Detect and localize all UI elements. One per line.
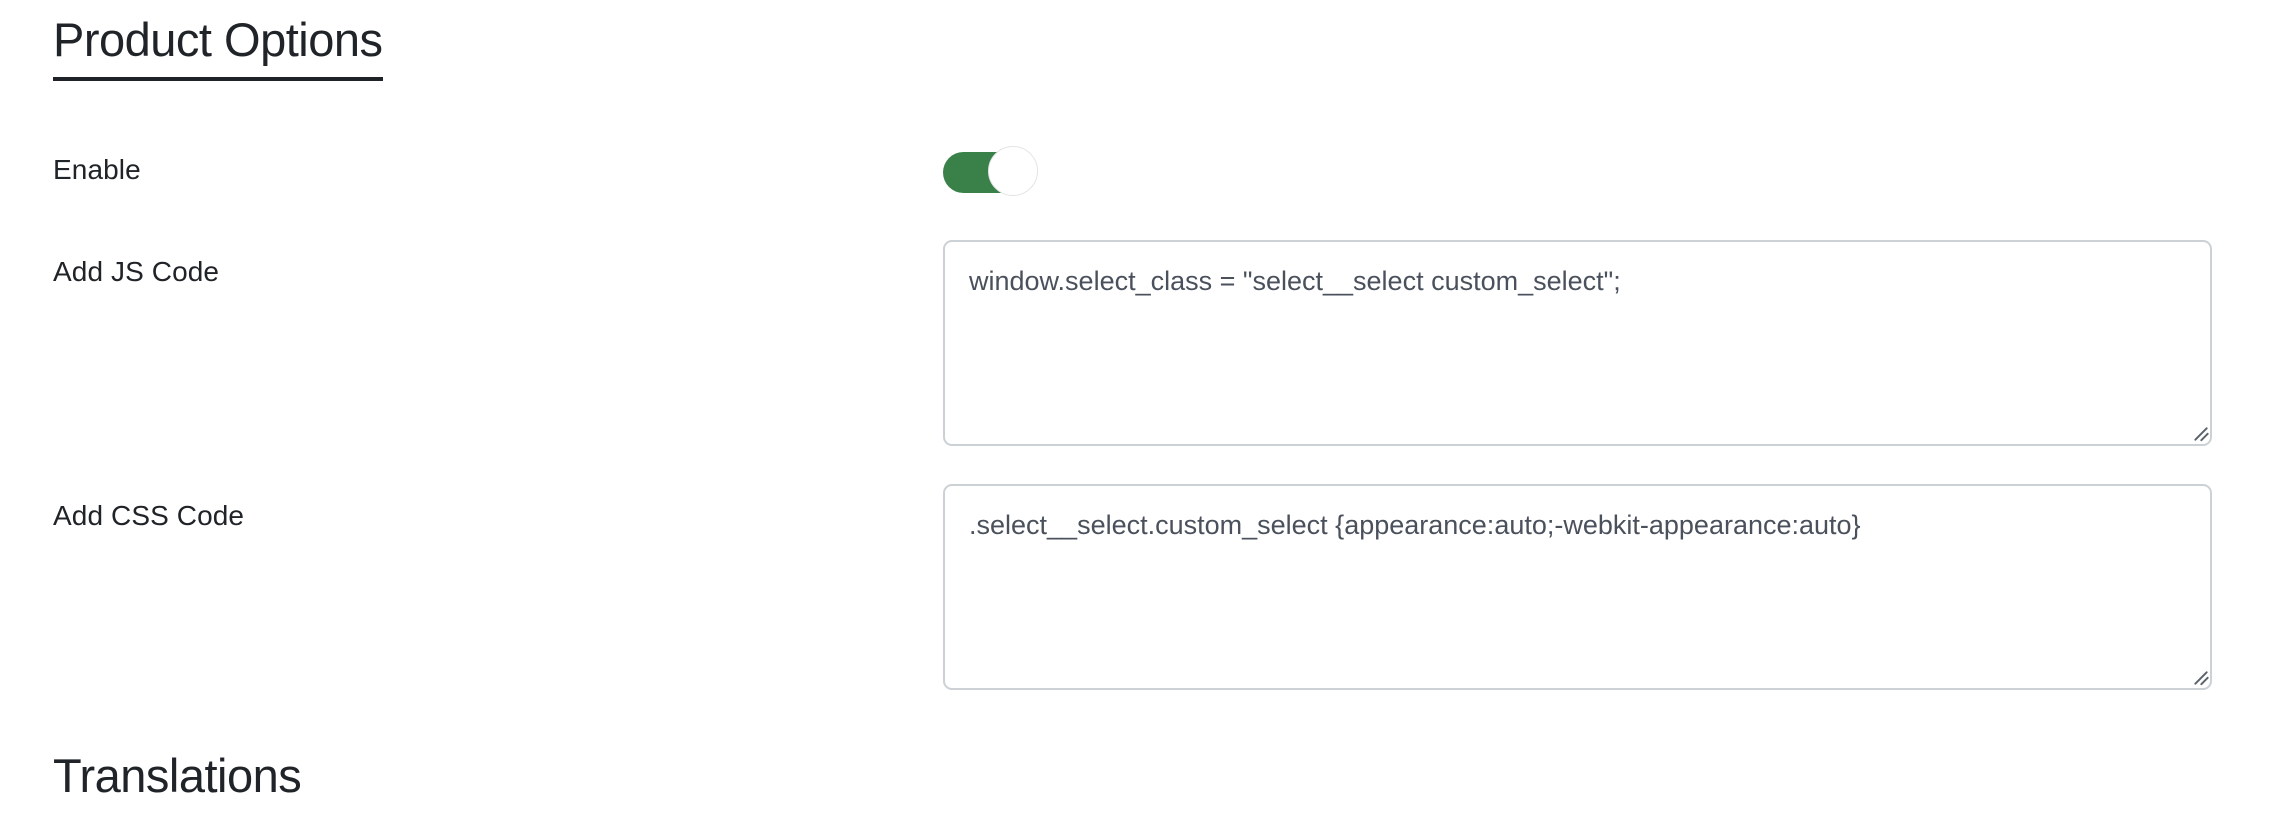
toggle-knob <box>988 146 1038 196</box>
label-enable: Enable <box>53 154 141 185</box>
enable-toggle[interactable] <box>943 146 1040 198</box>
label-add-css-code: Add CSS Code <box>53 500 245 531</box>
js-code-textarea[interactable] <box>943 240 2212 446</box>
css-code-textarea[interactable] <box>943 484 2212 690</box>
section-heading-product-options: Product Options <box>53 12 383 81</box>
section-heading-translations: Translations <box>53 749 302 802</box>
label-add-js-code: Add JS Code <box>53 256 220 287</box>
